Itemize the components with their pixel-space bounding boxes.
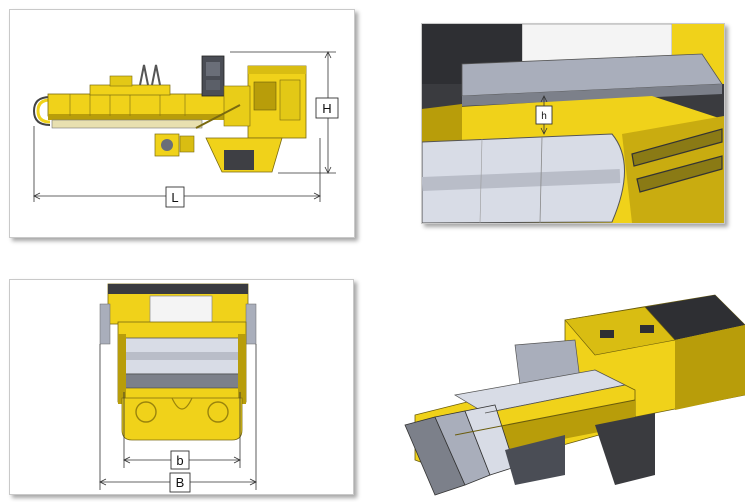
feed-detail-panel: h bbox=[421, 23, 725, 224]
inner-width-dimension-label: b bbox=[176, 453, 183, 468]
isometric-drawing bbox=[404, 294, 745, 496]
feed-detail-drawing: h bbox=[422, 24, 724, 223]
height-dimension-label: H bbox=[322, 101, 331, 116]
outer-width-dimension-label: B bbox=[176, 475, 185, 490]
length-dimension-label: L bbox=[171, 190, 178, 205]
side-view-drawing: H L bbox=[32, 51, 339, 208]
gap-dimension-label: h bbox=[541, 111, 547, 122]
isometric-view bbox=[395, 285, 745, 497]
front-view-panel: b B bbox=[9, 279, 354, 495]
front-view-drawing: b B bbox=[99, 283, 257, 493]
side-view-panel: H L bbox=[9, 9, 355, 238]
